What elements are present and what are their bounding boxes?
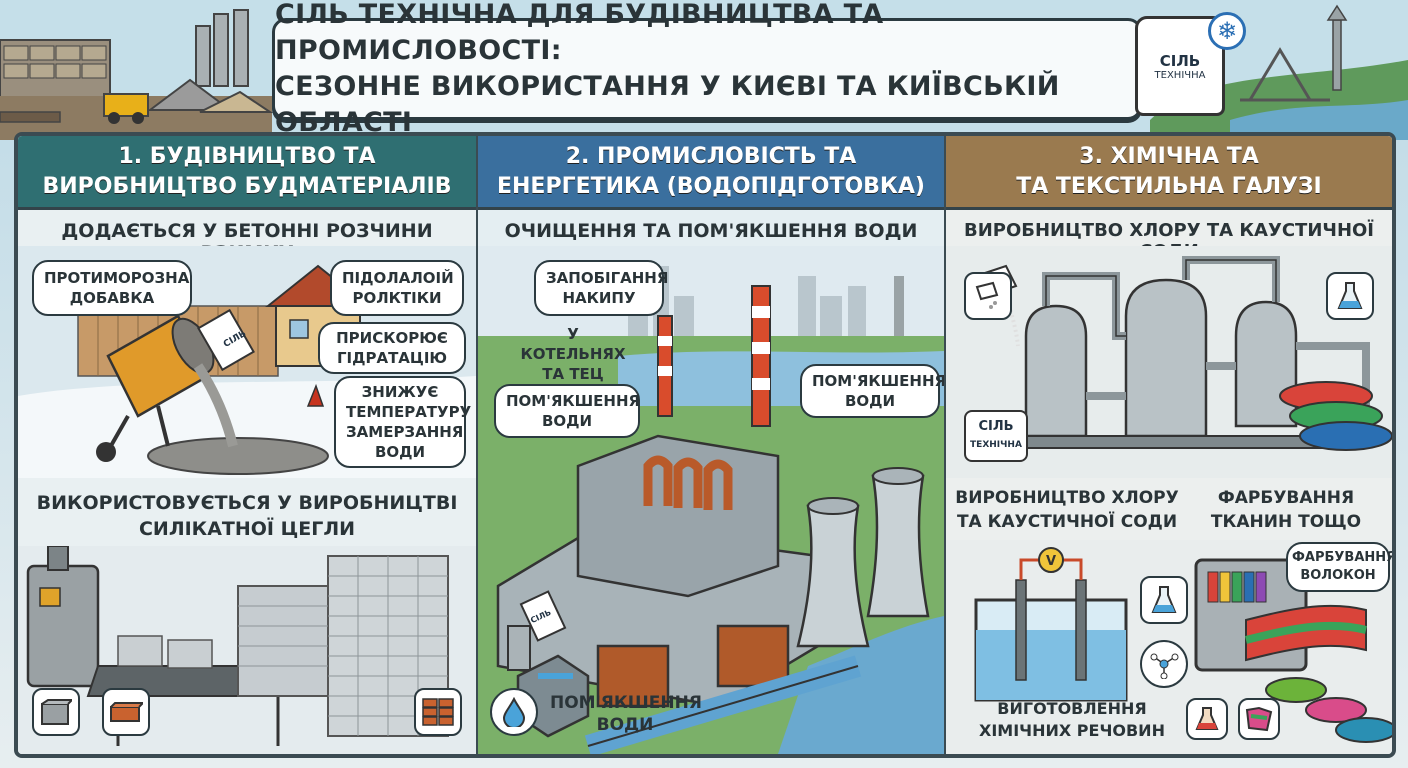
chlorine-line-2: ТА КАУСТИЧНОЇ СОДИ — [956, 512, 1178, 532]
page-title-line-1: СІЛЬ ТЕХНІЧНА ДЛЯ БУДІВНИЦТВА ТА ПРОМИСЛ… — [275, 0, 884, 66]
panel-3-title-line-1: 3. ХІМІЧНА ТА — [1079, 143, 1259, 169]
title-box: СІЛЬ ТЕХНІЧНА ДЛЯ БУДІВНИЦТВА ТА ПРОМИСЛ… — [272, 0, 1142, 138]
bubble-scale-line-2: НАКИПУ — [562, 289, 636, 307]
bubble-freeze-line-2: ТЕМПЕРАТУРУ — [346, 403, 472, 421]
panels-frame: 1. БУДІВНИЦТВО ТА ВИРОБНИЦТВО БУДМАТЕРІА… — [14, 132, 1396, 758]
brick-icon — [102, 688, 150, 736]
chlorine-line-1: ВИРОБНИЦТВО ХЛОРУ — [955, 488, 1179, 508]
bubble-water-softening-2: ПОМ'ЯКШЕННЯ ВОДИ — [800, 364, 944, 418]
panel-construction: 1. БУДІВНИЦТВО ТА ВИРОБНИЦТВО БУДМАТЕРІА… — [18, 136, 476, 754]
bubble-water-softening: ПОМ'ЯКШЕННЯ ВОДИ — [494, 384, 640, 438]
separator — [944, 136, 946, 754]
snowflake-icon: ❄ — [1208, 12, 1246, 50]
dyeing-label: ФАРБУВАННЯ ТКАНИН ТОЩО — [1186, 486, 1386, 534]
bubble-scale-line-1: ЗАПОБІГАННЯ — [546, 269, 669, 287]
bubble-fiber-dyeing: ФАРБУВАННЯ ВОЛОКОН — [1286, 542, 1392, 592]
salt-bag-label: СІЛЬ — [1159, 51, 1201, 70]
boiler-line-2: ТА ТЕЦ — [542, 365, 604, 383]
chemicals-label: ВИГОТОВЛЕННЯ ХІМІЧНИХ РЕЧОВИН — [972, 698, 1172, 742]
bubble-podolaloi: ПІДОЛАЛОІЙ РОЛКТІКИ — [330, 260, 464, 316]
bubble-freeze-line-4: ВОДИ — [374, 443, 426, 461]
brick-factory-scene — [18, 546, 476, 754]
panel-3-header: 3. ХІМІЧНА ТА ТА ТЕКСТИЛЬНА ГАЛУЗІ — [946, 136, 1392, 210]
panel-3-title-line-2: ТА ТЕКСТИЛЬНА ГАЛУЗІ — [1016, 173, 1322, 199]
dyeing-line-2: ТКАНИН ТОЩО — [1210, 512, 1362, 532]
bubble-scale-prevention: ЗАПОБІГАННЯ НАКИПУ — [534, 260, 669, 316]
bubble-freeze-line-1: ЗНИЖУЄ — [361, 383, 439, 401]
voltmeter-label: V — [1046, 554, 1056, 569]
panel-2-header: 2. ПРОМИСЛОВІСТЬ ТА ЕНЕРГЕТИКА (ВОДОПІДГ… — [478, 136, 944, 210]
chemicals-line-1: ВИГОТОВЛЕННЯ — [997, 699, 1147, 718]
bottom-softening-label: ПОМ'ЯКШЕННЯ ВОДИ — [550, 692, 702, 736]
chlorine-label: ВИРОБНИЦТВО ХЛОРУ ТА КАУСТИЧНОЇ СОДИ — [950, 486, 1184, 534]
chemicals-line-2: ХІМІЧНИХ РЕЧОВИН — [979, 721, 1165, 740]
power-plant-scene: СІЛЬ — [478, 246, 944, 754]
bottom-softening-line-1: ПОМ'ЯКШЕННЯ — [550, 693, 702, 713]
bubble-hydration-line-2: ГІДРАТАЦІЮ — [336, 349, 448, 367]
panel-2-subtitle: ОЧИЩЕННЯ ТА ПОМ'ЯКШЕННЯ ВОДИ — [504, 220, 918, 242]
bubble-antifreeze-line-2: ДОБАВКА — [69, 289, 155, 307]
separator — [476, 136, 478, 754]
bubble-freeze-line-3: ЗАМЕРЗАННЯ — [346, 423, 464, 441]
bubble-soft2-line-1: ПОМ'ЯКШЕННЯ — [812, 372, 944, 390]
page-title-line-2: СЕЗОННЕ ВИКОРИСТАННЯ У КИЄВІ ТА КИЇВСЬКІ… — [275, 71, 1060, 138]
flask-icon — [1326, 272, 1374, 320]
bubble-soft-line-2: ВОДИ — [541, 412, 593, 430]
salt-bag-chemical: СІЛЬ ТЕХНІЧНА — [964, 410, 1028, 462]
bubble-podolaloi-line-1: ПІДОЛАЛОІЙ — [342, 269, 454, 287]
panel-1-header: 1. БУДІВНИЦТВО ТА ВИРОБНИЦТВО БУДМАТЕРІА… — [18, 136, 476, 210]
salt-bag-chemical-label: СІЛЬ — [978, 419, 1014, 434]
fabric-icon — [1238, 698, 1280, 740]
concrete-block-icon — [32, 688, 80, 736]
bubble-fiber-line-1: ФАРБУВАННЯ — [1292, 550, 1392, 565]
salt-pour-icon — [964, 272, 1012, 320]
bubble-soft-line-1: ПОМ'ЯКШЕННЯ — [506, 392, 641, 410]
bubble-antifreeze: ПРОТИМОРОЗНА ДОБАВКА — [32, 260, 192, 316]
bottom-softening-line-2: ВОДИ — [596, 715, 654, 735]
bubble-podolaloi-line-2: РОЛКТІКИ — [352, 289, 442, 307]
panel-2-title-line-2: ЕНЕРГЕТИКА (ВОДОПІДГОТОВКА) — [496, 173, 925, 199]
bubble-freeze-point: ЗНИЖУЄ ТЕМПЕРАТУРУ ЗАМЕРЗАННЯ ВОДИ — [334, 376, 472, 468]
panel-chemical: 3. ХІМІЧНА ТА ТА ТЕКСТИЛЬНА ГАЛУЗІ ВИРОБ… — [946, 136, 1392, 754]
bubble-soft2-line-2: ВОДИ — [844, 392, 896, 410]
panel-1-section-2-line-2: СИЛІКАТНОЇ ЦЕГЛИ — [138, 518, 356, 540]
water-drop-icon — [490, 688, 538, 736]
molecule-icon — [1140, 640, 1188, 688]
boiler-line-1: У КОТЕЛЬНЯХ — [520, 325, 626, 363]
panel-1-title-line-2: ВИРОБНИЦТВО БУДМАТЕРІАЛІВ — [42, 173, 452, 199]
panel-1-title-line-1: 1. БУДІВНИЦТВО ТА — [118, 143, 376, 169]
chemistry-round-icon — [1186, 698, 1228, 740]
panel-industry: 2. ПРОМИСЛОВІСТЬ ТА ЕНЕРГЕТИКА (ВОДОПІДГ… — [478, 136, 944, 754]
boiler-label: У КОТЕЛЬНЯХ ТА ТЕЦ — [518, 324, 628, 384]
bubble-hydration-line-1: ПРИСКОРЮЄ — [336, 329, 448, 347]
bubble-antifreeze-line-1: ПРОТИМОРОЗНА — [44, 269, 190, 287]
bubble-fiber-line-2: ВОЛОКОН — [1300, 568, 1376, 583]
chemistry-icon — [1140, 576, 1188, 624]
salt-bag-chemical-sublabel: ТЕХНІЧНА — [970, 440, 1022, 450]
salt-bag-sublabel: ТЕХНІЧНА — [1154, 69, 1206, 81]
panel-2-title-line-1: 2. ПРОМИСЛОВІСТЬ ТА — [565, 143, 857, 169]
bubble-hydration: ПРИСКОРЮЄ ГІДРАТАЦІЮ — [318, 322, 466, 374]
brick-stack-icon — [414, 688, 462, 736]
panel-1-section-2-line-1: ВИКОРИСТОВУЄТЬСЯ У ВИРОБНИЦТВІ — [36, 492, 458, 514]
dyeing-line-1: ФАРБУВАННЯ — [1217, 488, 1355, 508]
